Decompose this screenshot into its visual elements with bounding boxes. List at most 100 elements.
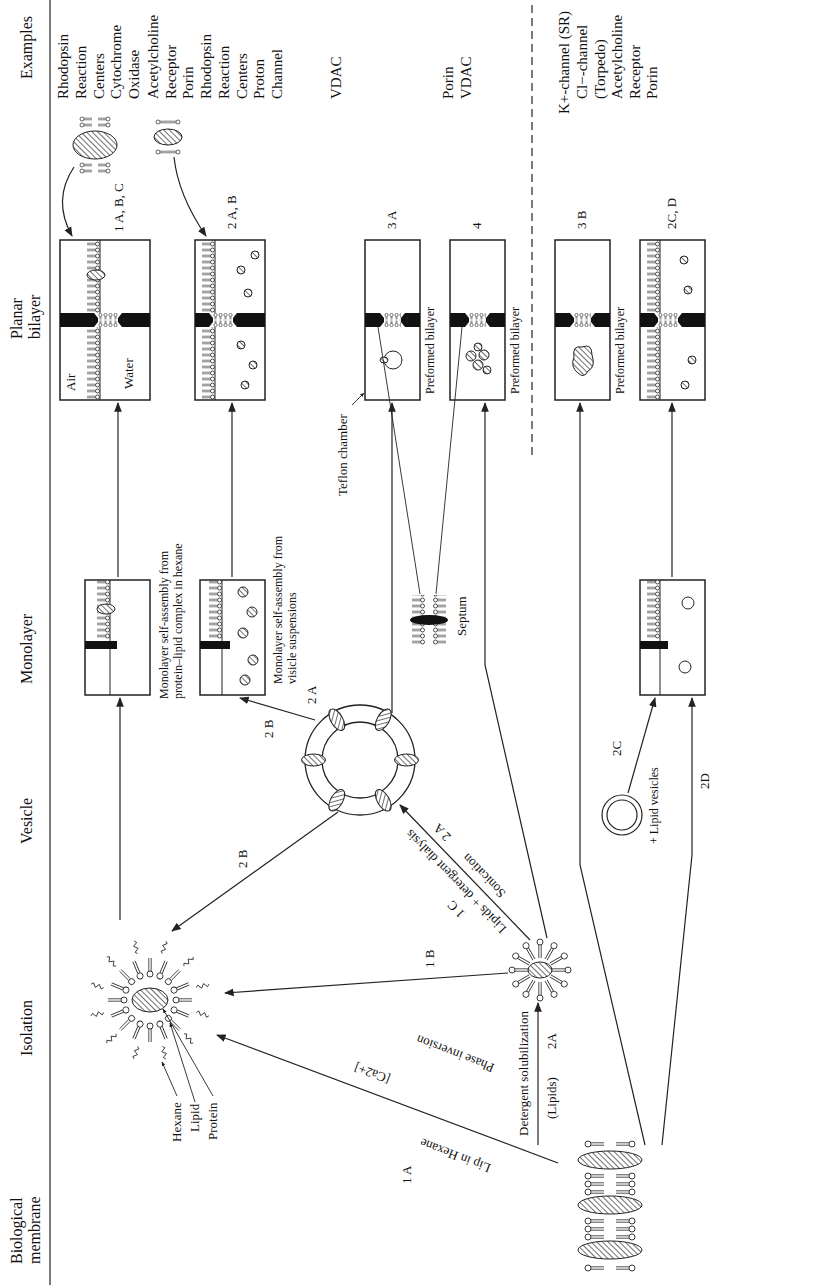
planar-chamber [195, 240, 265, 400]
arrow-label: Phase inversion [413, 1031, 497, 1075]
callout-number: 2A [545, 1032, 560, 1050]
process-arrow [119, 698, 120, 920]
vesicle-protein [326, 787, 348, 814]
leader-line [170, 1023, 195, 1102]
process-arrow [580, 403, 645, 1145]
example-protein [154, 120, 182, 154]
example-name: Proton Channel [251, 8, 286, 100]
process-arrow [391, 403, 392, 713]
example-name: Acetylcholine Receptor [609, 8, 644, 100]
example-name: Porin [644, 8, 662, 100]
leader-line [163, 1009, 213, 1096]
leader-line [162, 1062, 177, 1096]
column-header: Biological membrane [8, 1168, 45, 1265]
vesicle-protein [372, 706, 394, 733]
column-header: Isolation [18, 999, 36, 1057]
callout-number: 2C [610, 740, 625, 757]
callout-number: 3 A [385, 210, 400, 230]
column-header: Examples [18, 15, 36, 80]
header-rule [49, 0, 50, 1285]
process-arrow [231, 403, 232, 577]
label-text: Protein [206, 1101, 221, 1141]
example-name: Cl−-channel (Torpedo) [574, 8, 609, 100]
example-name: Cytochrome Oxidase [108, 8, 143, 100]
protein-core [132, 988, 168, 1012]
lipid-vesicle [602, 795, 642, 835]
example-name: VDAC [458, 8, 476, 100]
example-name: Reaction Centers [216, 8, 251, 100]
hexane-micelle [91, 941, 210, 1060]
membrane-protein [578, 1196, 642, 1214]
column-header: Vesicle [18, 797, 36, 845]
example-name: Reaction Centers [73, 8, 108, 100]
example-name: Porin [440, 8, 458, 100]
process-arrows [62, 157, 692, 1163]
example-name: Rhodopsin [198, 8, 216, 100]
process-arrow [172, 812, 338, 931]
process-arrow [537, 1003, 538, 1145]
callout-number: 2 A [430, 819, 455, 844]
monolayer-trough [640, 580, 705, 695]
label-text: Lipid [188, 1103, 203, 1133]
label-text: Hexane [170, 1101, 185, 1143]
callout-number: 4 [470, 222, 485, 231]
proteoliposome [302, 705, 419, 815]
process-arrow [240, 698, 315, 720]
label-text: Preformed bilayer [424, 306, 438, 395]
callout-number: 2 A [305, 685, 320, 705]
vesicle-protein [326, 706, 348, 733]
example-name: Rhodopsin [55, 8, 73, 100]
vesicle-protein [395, 754, 419, 766]
column-header: Planar bilayer [8, 268, 45, 340]
label-text: Air [64, 373, 79, 392]
label-text: Teflon chamber [336, 413, 351, 497]
example-name: K+-channel (SR) [556, 10, 574, 115]
detergent-micelle [509, 939, 571, 1001]
example-name: Acetylcholine Receptor [145, 8, 180, 100]
callout-number: 1 A [400, 1165, 415, 1185]
example-name: VDAC [328, 8, 346, 100]
process-arrow [117, 403, 118, 577]
process-arrow [485, 403, 547, 938]
leader-line [352, 393, 364, 405]
section-divider [531, 3, 532, 455]
example-arrow [62, 167, 74, 236]
membrane-protein [578, 1241, 642, 1259]
callout-number: 2C, D [665, 197, 680, 230]
label-text: + Lipid vesicles [648, 766, 662, 845]
callout-number: 3 B [575, 210, 590, 230]
septum-illustration [410, 595, 448, 645]
callout-number: 2 B [236, 849, 251, 869]
arrow-label: Detergent solubilization [517, 1010, 532, 1137]
label-text: Septum [455, 595, 470, 637]
label-text: Monolayer self-assembly from protein–lip… [158, 518, 186, 700]
leader-lines [162, 327, 462, 1102]
arrow-label: (Lipids) [545, 1076, 560, 1120]
monolayer-trough [200, 580, 265, 695]
process-arrow [225, 973, 508, 993]
callout-number: 1 A, B, C [112, 182, 127, 233]
process-arrow [217, 1035, 558, 1163]
arrow-label: [Ca2+] [351, 1059, 393, 1087]
biological-membrane [578, 1141, 642, 1271]
example-name: Porin [180, 8, 198, 100]
example-arrow [174, 157, 206, 236]
label-text: Monolayer self-assembly from visicle sus… [272, 503, 300, 685]
label-text: Preformed bilayer [509, 306, 523, 395]
process-arrow [671, 403, 672, 577]
callout-number: 2D [698, 772, 713, 790]
protein-core [528, 962, 552, 978]
planar-chamber [640, 240, 705, 400]
leader-line [378, 327, 420, 594]
vesicle-inner-leaflet [322, 722, 398, 798]
teflon-chamber [450, 240, 505, 400]
vesicle-protein [302, 754, 326, 766]
process-arrow [662, 698, 692, 1145]
label-text: Preformed bilayer [614, 306, 628, 395]
membrane-protein [578, 1151, 642, 1169]
label-text: Water [122, 357, 137, 390]
example-protein [73, 117, 117, 173]
monolayer-trough [85, 580, 150, 695]
callout-number: 2 B [262, 719, 277, 739]
